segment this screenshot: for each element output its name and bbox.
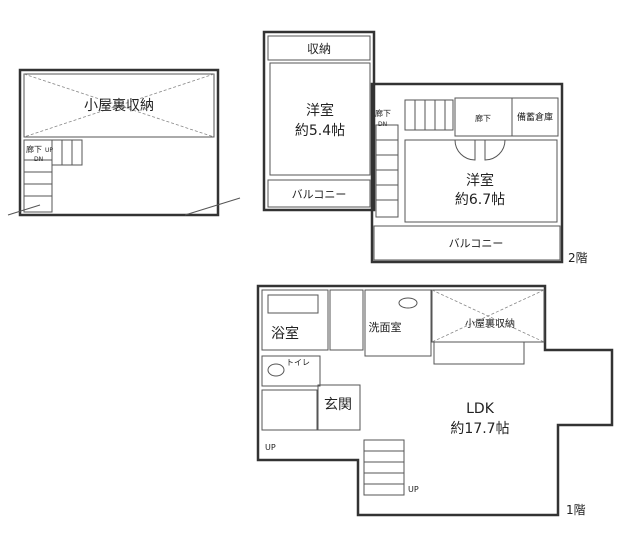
loft-hall-label: 廊下 — [26, 144, 42, 154]
room-6-7 — [404, 139, 558, 223]
loft-storage-label: 小屋裏収納 — [84, 97, 154, 114]
loft-up-label: UP — [45, 147, 53, 154]
reserve-storage-label: 備蓄倉庫 — [517, 111, 553, 123]
room2-name: 洋室 — [466, 172, 494, 189]
floor1-stairs — [363, 439, 405, 496]
toilet-label: トイレ — [286, 358, 310, 367]
room-5-4 — [269, 62, 371, 176]
washroom-label: 洗面室 — [369, 320, 402, 334]
loft-storage-area — [23, 73, 215, 138]
toilet — [261, 355, 321, 387]
ldk-size: 約17.7帖 — [450, 421, 509, 437]
floor2-plan: 収納 洋室 約5.4帖 バルコニー 廊下 DN 廊下 備蓄倉庫 洋室 約6.7帖… — [262, 30, 588, 265]
closet-label: 収納 — [307, 42, 331, 56]
floor1-label: 1階 — [566, 502, 586, 517]
loft-plan: 小屋裏収納 廊下 UP DN — [7, 68, 241, 217]
room1-size: 約5.4帖 — [295, 123, 345, 139]
room2-size: 約6.7帖 — [455, 192, 505, 208]
entrance-label: 玄関 — [324, 396, 352, 413]
entrance — [317, 384, 361, 431]
entrance-up-label: UP — [265, 443, 276, 452]
stair-hall-label: 廊下 — [375, 108, 391, 118]
kitchen-counter — [433, 341, 525, 365]
closet — [267, 35, 371, 61]
reserve-storage — [511, 97, 559, 137]
floor2-left-block — [262, 30, 376, 212]
loft-stairs — [23, 139, 83, 213]
stair-dn-label: DN — [378, 121, 387, 128]
floor1-outline — [256, 284, 614, 517]
floor1-plan: 浴室 洗面室 小屋裏収納 トイレ 玄関 LDK 約17.7帖 UP UP 1階 — [256, 284, 614, 517]
bath-label: 浴室 — [271, 325, 299, 342]
loft-outline — [18, 68, 220, 217]
loft-dn-label: DN — [34, 156, 43, 163]
unit — [329, 289, 364, 351]
balcony-2 — [373, 225, 561, 261]
floor2-stairs — [375, 99, 454, 218]
attic-storage-label: 小屋裏収納 — [465, 317, 515, 330]
balcony-1 — [267, 179, 371, 208]
room1-name: 洋室 — [306, 102, 334, 119]
stairs-up-label: UP — [408, 485, 419, 494]
floor2-right-block — [370, 82, 564, 264]
balcony1-label: バルコニー — [292, 188, 347, 201]
floor2-label: 2階 — [568, 250, 588, 265]
hall-label: 廊下 — [475, 113, 491, 123]
ldk-name: LDK — [466, 401, 495, 417]
shoe-closet — [261, 389, 318, 431]
washroom — [364, 289, 432, 357]
bathroom — [261, 289, 329, 351]
balcony2-label: バルコニー — [449, 237, 504, 250]
